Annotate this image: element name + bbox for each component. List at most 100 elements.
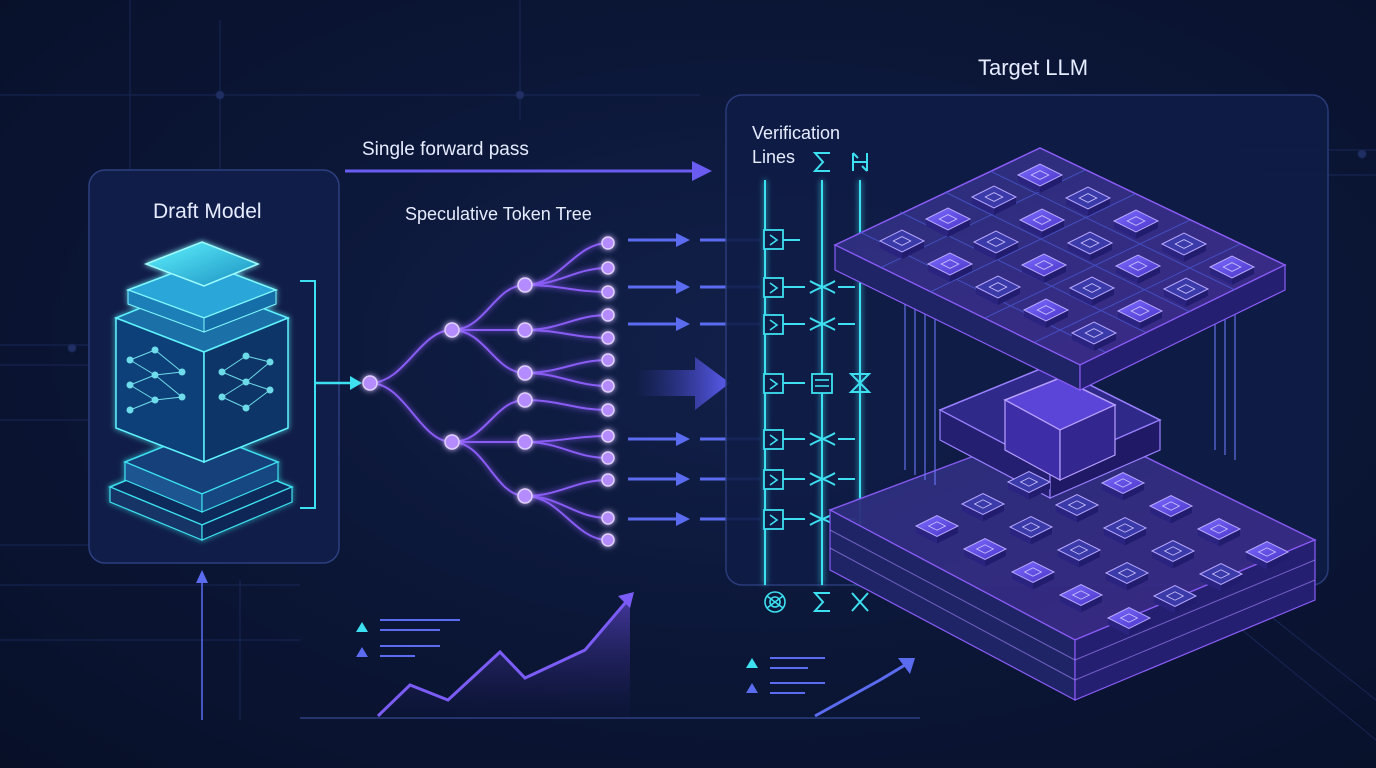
chip-side [1104,528,1125,546]
chip-side [1184,244,1206,262]
chip-side [1092,288,1114,306]
chip-side [1012,572,1033,590]
chip-top [1010,560,1056,584]
chip-mark [1163,546,1183,556]
chip-side [1200,574,1221,592]
swap-icon [851,592,869,612]
chip-side [1079,550,1100,568]
draft-output-bracket [300,280,316,509]
chip-top [1068,276,1116,300]
chip-mark [1078,193,1098,203]
chip-mark [1034,260,1054,270]
chip-side [962,504,983,522]
chip-grid-upper [878,163,1256,351]
draft-input-arrowhead [196,570,208,583]
chip-side [998,287,1020,305]
chip-side [1114,221,1136,239]
chip-mark [1176,284,1196,294]
mini-legend-left [356,619,460,657]
chip-side [1129,618,1150,636]
chip-mark [1174,239,1194,249]
hourglass-icon [852,152,868,172]
chip-side [1072,333,1094,351]
chip-top [1064,186,1112,210]
chip-side [1123,483,1144,501]
sigma-icon [812,152,830,172]
chip-top [970,185,1018,209]
chip-top [1112,209,1160,233]
chip-side [1136,221,1158,239]
chip-top [1070,321,1118,345]
chip-side [996,242,1018,260]
chip-side [1046,310,1068,328]
chip-top [1056,538,1102,562]
chip-top [1116,299,1164,323]
speculative-token-tree [369,242,609,541]
chip-side [1024,310,1046,328]
target-llm-title: Target LLM [978,55,1089,80]
chip-side [1070,288,1092,306]
chip-side [1246,552,1267,570]
chip-side [1116,266,1138,284]
chip-top [1208,255,1256,279]
chip-side [972,197,994,215]
chip-side [983,504,1004,522]
chip-mark [1082,283,1102,293]
chip-side [1164,289,1186,307]
chip-mark [1036,305,1056,315]
chip-side [1150,506,1171,524]
chip-side [1125,528,1146,546]
chip-mark [1023,567,1043,577]
chip-side [1221,574,1242,592]
chip-side [1219,529,1240,547]
chip-side [1118,311,1140,329]
chip-top [1106,606,1152,630]
speculative-tree-title: Speculative Token Tree [405,204,592,224]
chip-side [1066,198,1088,216]
chip-side [1031,527,1052,545]
target-llm-stack [828,147,1317,701]
chip-side [964,549,985,567]
chip-top [1104,561,1150,585]
forward-pass-arrowhead [692,161,712,181]
chip-side [1060,595,1081,613]
trend-line-right [814,663,906,718]
chip-top [1152,584,1198,608]
trend-arrowhead-right [898,658,915,674]
chip-mark [1080,238,1100,248]
chip-side [928,264,950,282]
forward-pass-label: Single forward pass [362,139,529,160]
chip-top [960,492,1006,516]
chip-grid-lower [914,470,1290,636]
chip-mark [1126,216,1146,226]
chip-mark [1165,591,1185,601]
chip-top [1018,208,1066,232]
chip-side [1068,243,1090,261]
chip-side [1010,527,1031,545]
chip-side [1162,244,1184,262]
chip-side [985,549,1006,567]
chip-top [1100,471,1146,495]
chip-mark [1257,547,1277,557]
chip-side [1090,243,1112,261]
chip-mark [1115,523,1135,533]
chip-mark [973,499,993,509]
chip-side [916,526,937,544]
chip-top [972,230,1020,254]
chip-side [1077,505,1098,523]
trend-arrowhead [618,592,634,608]
network-icon [764,591,786,613]
chip-top [1008,515,1054,539]
leaf-arrowheads [676,233,690,526]
chip-mark [1130,306,1150,316]
chip-top [1198,562,1244,586]
chip-side [1029,482,1050,500]
chip-side [937,526,958,544]
chip-top [1016,163,1064,187]
chip-top [1150,539,1196,563]
chip-side [1033,572,1054,590]
chip-side [1008,482,1029,500]
chip-top [926,252,974,276]
chip-side [880,241,902,259]
